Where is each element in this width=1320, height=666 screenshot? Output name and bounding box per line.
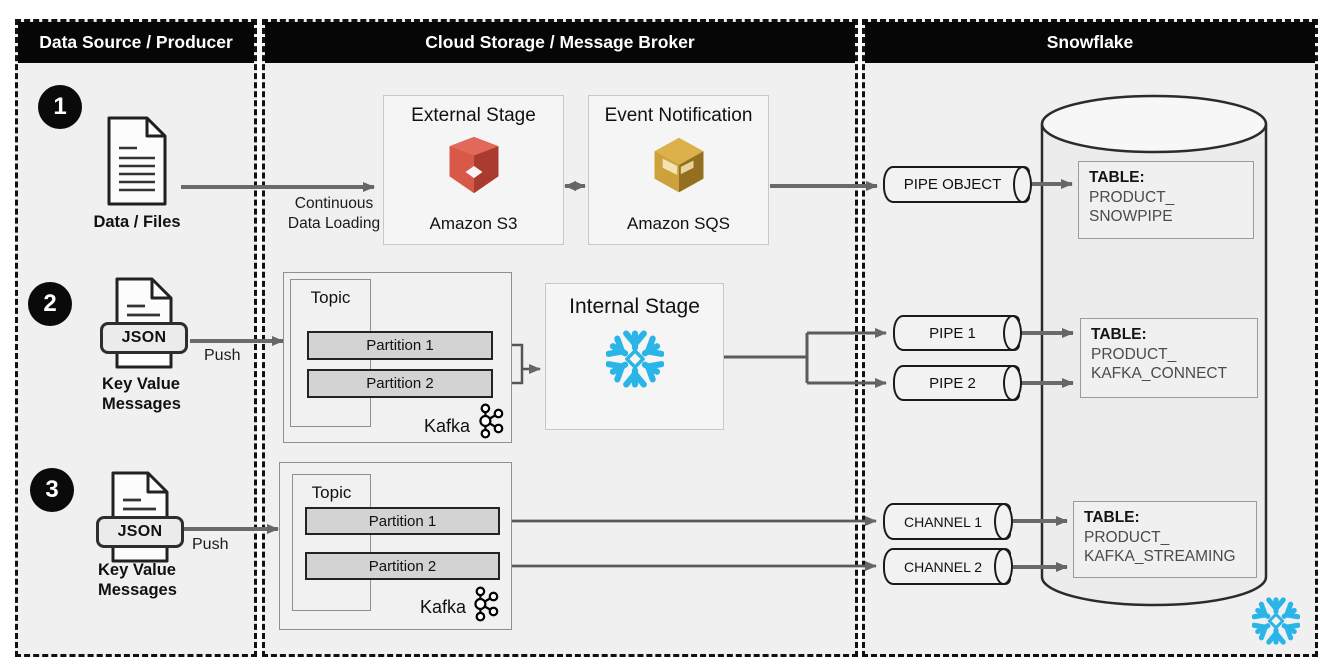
partition-bar: Partition 2 bbox=[305, 552, 500, 580]
continuous-loading-line1: Continuous bbox=[294, 195, 374, 212]
pipe-cap bbox=[1003, 315, 1022, 351]
pipe-object-label: PIPE OBJECT bbox=[903, 176, 1002, 193]
continuous-loading-label: Continuous Data Loading bbox=[280, 194, 388, 234]
column-header: Data Source / Producer bbox=[18, 22, 254, 63]
pipe-cap bbox=[1003, 365, 1022, 401]
key-value-line: Key Value bbox=[102, 375, 180, 393]
snowflake-logo-corner bbox=[1252, 597, 1300, 645]
column-title: Cloud Storage / Message Broker bbox=[425, 32, 695, 52]
table-line: PRODUCT_ bbox=[1084, 528, 1170, 546]
s3-icon bbox=[449, 136, 498, 194]
partition-bar: Partition 1 bbox=[305, 507, 500, 535]
table-line: PRODUCT_ bbox=[1091, 345, 1177, 363]
pipe-2-label: PIPE 2 bbox=[929, 374, 976, 392]
column-title: Snowflake bbox=[1046, 32, 1134, 52]
pipe-1-label: PIPE 1 bbox=[929, 324, 976, 342]
key-value-line: Key Value bbox=[98, 561, 176, 579]
amazon-s3-label: Amazon S3 bbox=[429, 214, 518, 233]
topic-box: Topic bbox=[292, 474, 371, 611]
amazon-sqs-label: Amazon SQS bbox=[627, 214, 730, 233]
json-badge: JSON bbox=[100, 322, 188, 354]
table-heading: TABLE: bbox=[1091, 326, 1147, 343]
table-heading: TABLE: bbox=[1084, 509, 1140, 526]
channel-2: CHANNEL 2 bbox=[883, 548, 1013, 585]
kafka-box bbox=[279, 462, 512, 630]
internal-stage-box: Internal Stage bbox=[545, 283, 724, 430]
table-line: KAFKA_STREAMING bbox=[1084, 548, 1236, 565]
column-header: Snowflake bbox=[865, 22, 1315, 63]
messages-line: Messages bbox=[102, 395, 181, 413]
key-value-messages-label: Key Value Messages bbox=[102, 374, 181, 414]
messages-line: Messages bbox=[98, 581, 177, 599]
column-title: Data Source / Producer bbox=[39, 32, 233, 52]
pipe-2: PIPE 2 bbox=[893, 365, 1022, 401]
kafka-icon bbox=[479, 403, 504, 439]
json-file-icon: JSON bbox=[96, 470, 184, 564]
channel-1: CHANNEL 1 bbox=[883, 503, 1013, 540]
pipe-cap bbox=[994, 548, 1013, 585]
key-value-messages-label: Key Value Messages bbox=[98, 560, 177, 600]
json-file-icon: JSON bbox=[100, 276, 188, 370]
partition-bar: Partition 2 bbox=[307, 369, 493, 398]
step-badge-1: 1 bbox=[38, 85, 82, 129]
snowflake-icon bbox=[605, 330, 664, 388]
kafka-icon bbox=[474, 586, 499, 622]
step-number: 1 bbox=[53, 93, 67, 120]
external-stage-box: External Stage Amazon S3 bbox=[383, 95, 564, 245]
event-notification-box: Event Notification Amazon SQS bbox=[588, 95, 769, 245]
step-badge-3: 3 bbox=[30, 468, 74, 512]
topic-label: Topic bbox=[310, 288, 351, 307]
topic-label: Topic bbox=[311, 483, 352, 502]
channel-2-label: CHANNEL 2 bbox=[903, 558, 983, 575]
step-number: 2 bbox=[43, 290, 57, 317]
pipe-cap bbox=[1013, 166, 1032, 203]
push-label: Push bbox=[204, 347, 241, 364]
data-files-icon bbox=[107, 116, 167, 206]
kafka-label: Kafka bbox=[424, 416, 471, 436]
table-line: PRODUCT_ bbox=[1089, 188, 1175, 206]
pipe-1: PIPE 1 bbox=[893, 315, 1022, 351]
table-heading: TABLE: bbox=[1089, 169, 1145, 186]
internal-stage-title: Internal Stage bbox=[569, 295, 700, 318]
column-header: Cloud Storage / Message Broker bbox=[265, 22, 855, 63]
sqs-icon bbox=[654, 137, 703, 193]
partition-bar: Partition 1 bbox=[307, 331, 493, 360]
push-label: Push bbox=[192, 536, 229, 553]
kafka-streaming-table: TABLE: PRODUCT_ KAFKA_STREAMING bbox=[1073, 501, 1257, 578]
step-number: 3 bbox=[45, 476, 59, 503]
continuous-loading-line2: Data Loading bbox=[287, 215, 381, 232]
kafka-connect-table: TABLE: PRODUCT_ KAFKA_CONNECT bbox=[1080, 318, 1258, 398]
pipe-object: PIPE OBJECT bbox=[883, 166, 1032, 203]
data-files-label: Data / Files bbox=[93, 213, 181, 231]
kafka-label: Kafka bbox=[420, 597, 467, 617]
event-notification-title: Event Notification bbox=[604, 105, 753, 126]
pipe-cap bbox=[994, 503, 1013, 540]
snowpipe-table: TABLE: PRODUCT_ SNOWPIPE bbox=[1078, 161, 1254, 239]
step-badge-2: 2 bbox=[28, 282, 72, 326]
external-stage-title: External Stage bbox=[411, 105, 536, 126]
channel-1-label: CHANNEL 1 bbox=[903, 513, 983, 530]
table-line: SNOWPIPE bbox=[1089, 208, 1173, 225]
json-badge: JSON bbox=[96, 516, 184, 548]
table-line: KAFKA_CONNECT bbox=[1091, 365, 1228, 382]
